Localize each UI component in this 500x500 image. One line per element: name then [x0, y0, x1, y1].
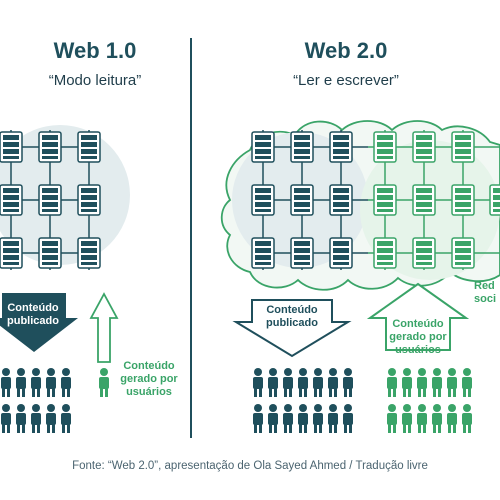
- web2-published-arrow: [232, 299, 352, 358]
- web2-dark-people-crowd: [253, 368, 353, 433]
- web2-user-line3: usuários: [395, 344, 441, 356]
- web2-green-people-crowd: [387, 368, 472, 433]
- web1-user-person: [99, 368, 109, 397]
- web1-published-line1: Conteúdo: [7, 302, 59, 314]
- web2-user-label: Conteúdo gerado por usuários: [388, 318, 448, 357]
- source-footer: Fonte: “Web 2.0”, apresentação de Ola Sa…: [72, 460, 428, 472]
- web2-published-line2: publicado: [266, 317, 318, 329]
- web1-published-arrow: [0, 293, 78, 352]
- web2-user-arrow: [366, 282, 470, 351]
- web1-people-crowd: [1, 368, 71, 433]
- web2-panel: Web 2.0 “Ler e escrever”: [192, 0, 500, 440]
- web1-published-line2: publicado: [7, 315, 59, 327]
- web1-user-arrow: [89, 292, 119, 363]
- web1-title: Web 1.0: [53, 38, 137, 63]
- web1-panel: Web 1.0 “Modo leitura”: [0, 0, 190, 440]
- web1-servers: [0, 131, 101, 269]
- web2-published-label: Conteúdo publicado: [254, 304, 330, 330]
- web2-social-line2: soci: [474, 293, 497, 305]
- web1-user-line1: Conteúdo: [123, 360, 175, 372]
- web2-dark-servers: [251, 131, 353, 269]
- web1-user-line2: gerado por: [120, 373, 178, 385]
- web1-subtitle: “Modo leitura”: [48, 72, 142, 89]
- web2-user-line2: gerado por: [389, 331, 447, 343]
- web1-user-label: Conteúdo gerado por usuários: [118, 360, 180, 399]
- web2-social-label: Red soci: [474, 280, 500, 306]
- panel-divider: [190, 38, 192, 438]
- web2-user-line1: Conteúdo: [392, 318, 444, 330]
- web2-title: Web 2.0: [304, 38, 388, 63]
- web1-published-label: Conteúdo publicado: [2, 302, 64, 328]
- web1-user-line3: usuários: [126, 386, 172, 398]
- web2-subtitle: “Ler e escrever”: [293, 72, 399, 89]
- web2-social-line1: Red: [474, 280, 495, 292]
- web2-published-line1: Conteúdo: [266, 304, 318, 316]
